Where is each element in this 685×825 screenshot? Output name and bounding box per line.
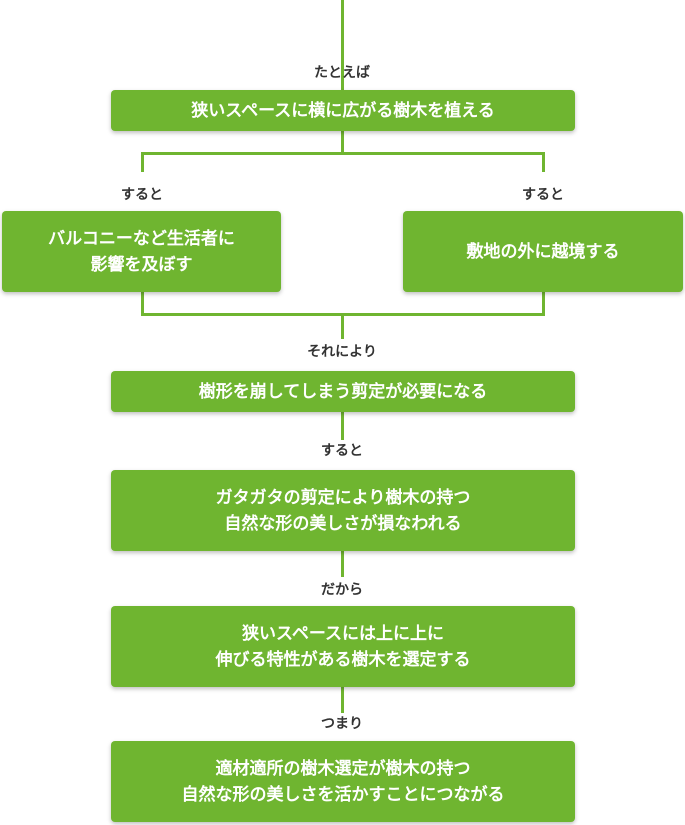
box-text-line1: 適材適所の樹木選定が樹木の持つ — [215, 758, 471, 779]
merge-line-left-up — [141, 292, 144, 316]
merge-line-right-up — [542, 292, 545, 316]
box-text-line2: 伸びる特性がある樹木を選定する — [215, 649, 471, 670]
connector-label-thereby: それにより — [307, 344, 377, 360]
box-beauty-lost: ガタガタの剪定により樹木の持つ 自然な形の美しさが損なわれる — [111, 470, 575, 551]
connector-line-b1-down — [341, 131, 344, 154]
box-text-line2: 自然な形の美しさを活かすことにつながる — [181, 784, 505, 805]
box-plant-spreading-tree: 狭いスペースに横に広がる樹木を植える — [111, 90, 575, 131]
branch-line-horizontal-top — [141, 152, 545, 155]
connector-label-then-right: すると — [522, 187, 564, 203]
connector-label-therefore: だから — [321, 582, 363, 598]
box-text-line1: 樹形を崩してしまう剪定が必要になる — [198, 381, 488, 402]
box-text-line1: 狭いスペースには上に上に — [242, 623, 444, 644]
branch-line-left-down — [141, 152, 144, 172]
box-pruning-required: 樹形を崩してしまう剪定が必要になる — [111, 371, 575, 412]
box-select-upward-tree: 狭いスペースには上に上に 伸びる特性がある樹木を選定する — [111, 606, 575, 687]
box-text-line2: 自然な形の美しさが損なわれる — [224, 513, 462, 534]
box-right-tree-right-place: 適材適所の樹木選定が樹木の持つ 自然な形の美しさを活かすことにつながる — [111, 741, 575, 822]
box-text-line1: 狭いスペースに横に広がる樹木を植える — [191, 100, 495, 121]
connector-line-top — [341, 0, 344, 90]
box-text-line1: ガタガタの剪定により樹木の持つ — [215, 487, 471, 508]
connector-label-in-short: つまり — [321, 716, 363, 732]
box-crosses-boundary: 敷地の外に越境する — [403, 211, 683, 292]
box-text-line2: 影響を及ぼす — [90, 254, 193, 275]
connector-line-b3-b4 — [341, 412, 344, 440]
box-affects-residents: バルコニーなど生活者に 影響を及ぼす — [2, 211, 281, 292]
connector-label-for-example: たとえば — [314, 65, 370, 81]
merge-line-center-down — [341, 313, 344, 339]
box-text-line1: バルコニーなど生活者に — [48, 228, 235, 249]
connector-label-then-left: すると — [121, 187, 163, 203]
connector-label-then: すると — [321, 443, 363, 459]
connector-line-b5-b6 — [341, 687, 344, 713]
branch-line-right-down — [542, 152, 545, 172]
box-text-line1: 敷地の外に越境する — [466, 241, 620, 262]
connector-line-b4-b5 — [341, 551, 344, 577]
